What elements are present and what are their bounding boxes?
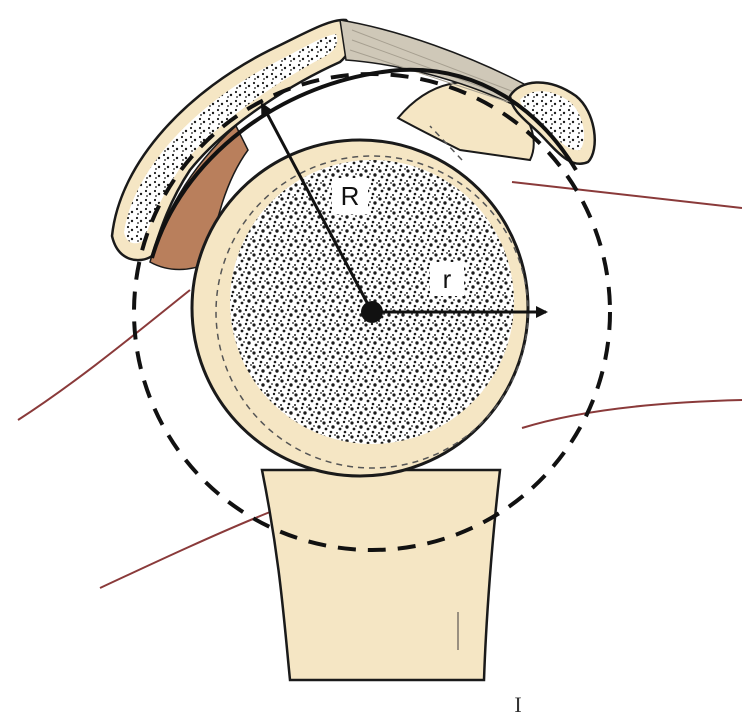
bottom-mark: I	[514, 692, 521, 714]
humeral-shaft	[262, 470, 500, 680]
left-soft-tissue-line	[18, 290, 190, 420]
lower-left-soft-tissue-line	[100, 512, 270, 588]
label-outer-radius: R	[341, 181, 360, 211]
label-inner-radius: r	[443, 264, 452, 294]
right-soft-tissue-line	[522, 400, 742, 428]
upper-soft-tissue-line	[512, 182, 742, 208]
